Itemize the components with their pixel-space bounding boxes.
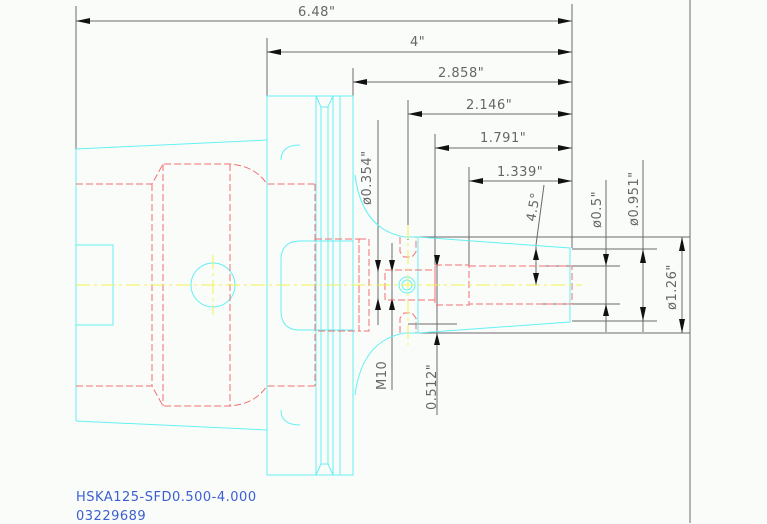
overall-length-label: 6.48" bbox=[298, 5, 335, 20]
length-3-label: 1.791" bbox=[480, 131, 526, 146]
screw-offset-label: 0.512" bbox=[425, 364, 440, 410]
part-number: 03229689 bbox=[76, 509, 147, 524]
center-lines bbox=[76, 225, 582, 345]
thread-label: M10 bbox=[375, 361, 390, 390]
gauge-length-label: 4" bbox=[410, 35, 425, 50]
vertical-dimensions bbox=[375, 120, 685, 415]
coolant-dia-label: ø0.354" bbox=[360, 150, 375, 205]
horizontal-dimensions bbox=[76, 18, 572, 184]
hidden-lines bbox=[76, 163, 573, 407]
nose-tip-dia-label: ø0.951" bbox=[627, 171, 642, 226]
taper-angle-label: 4.5° bbox=[524, 191, 544, 222]
nose-length-label: 2.858" bbox=[438, 66, 484, 81]
nose-base-dia-label: ø1.26" bbox=[665, 264, 680, 310]
dimension-labels: 6.48" 4" 2.858" 2.146" 1.791" 1.339" ø0.… bbox=[298, 5, 680, 410]
length-2-label: 2.146" bbox=[466, 98, 512, 113]
part-name: HSKA125-SFD0.500-4.000 bbox=[76, 490, 257, 505]
bore-depth-label: 1.339" bbox=[497, 165, 543, 180]
bore-dia-label: ø0.5" bbox=[590, 191, 605, 228]
extension-lines bbox=[75, 4, 690, 334]
